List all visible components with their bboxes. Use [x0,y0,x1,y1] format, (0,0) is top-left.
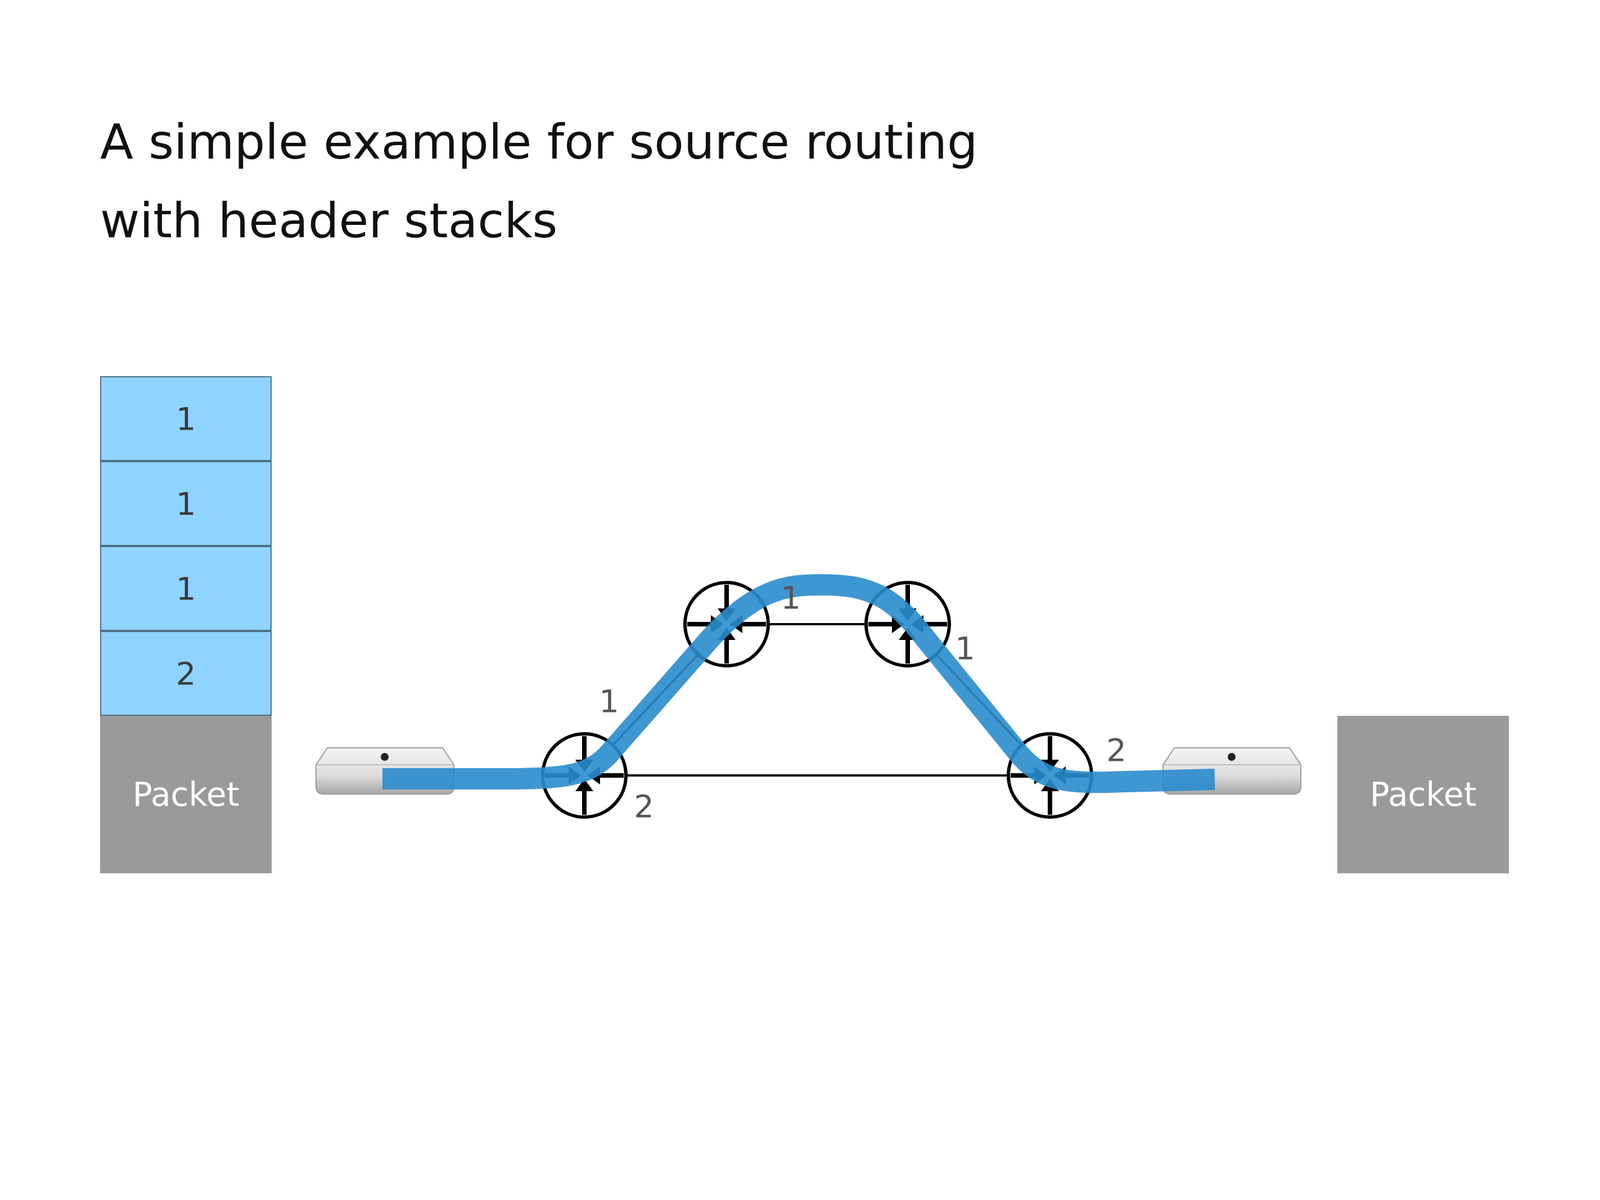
packet-box: Packet [1337,715,1509,874]
header-cell: 2 [100,631,272,716]
box-text: 1 [176,570,197,607]
port-number: 2 [633,787,655,825]
header-cell: 1 [100,546,272,632]
diagram-title: A simple example for source routing with… [100,102,1057,260]
port-number: 2 [1106,731,1127,769]
packet-box: Packet [100,715,272,874]
header-cell: 1 [100,376,272,462]
box-text: 1 [176,400,197,437]
box-text: Packet [1369,775,1477,814]
port-number: 1 [780,579,801,616]
port-number: 1 [598,682,620,720]
box-text: 2 [176,655,197,692]
port-number: 1 [954,629,976,667]
box-text: Packet [132,775,240,814]
header-cell: 1 [100,461,272,547]
box-text: 1 [176,485,197,522]
